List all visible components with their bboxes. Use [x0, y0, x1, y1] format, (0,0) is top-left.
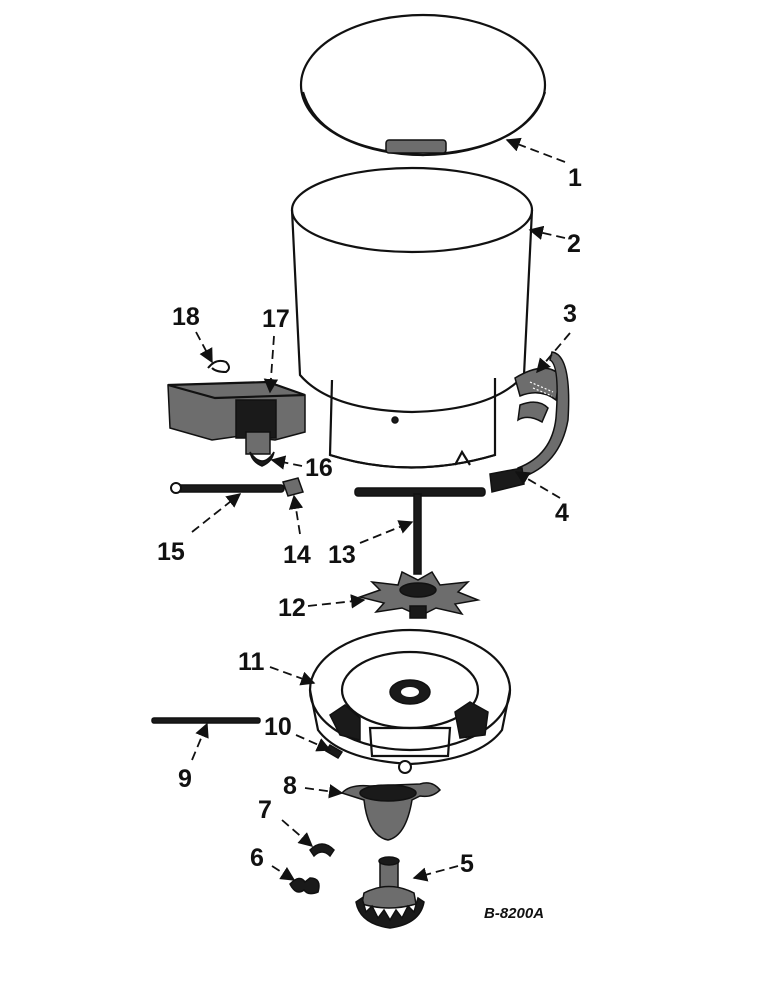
part-7-clip [309, 843, 335, 858]
leader-9 [191, 722, 209, 761]
leader-17 [263, 335, 279, 394]
part-15-shaft-rod [170, 482, 285, 494]
leader-18 [195, 331, 213, 364]
part-1-lid [299, 13, 547, 157]
leader-3 [536, 332, 571, 374]
callout-13: 13 [328, 541, 356, 569]
leader-13 [359, 520, 414, 544]
leader-5 [412, 865, 459, 882]
leader-4 [514, 471, 561, 499]
part-11-base-pan [308, 628, 512, 774]
part-13-t-shaft [354, 487, 486, 575]
leader-14 [288, 494, 304, 535]
part-9-rod [151, 717, 261, 724]
part-16-clip [249, 451, 275, 467]
callout-6: 6 [250, 844, 264, 872]
callout-5: 5 [460, 850, 474, 878]
part-14-knob [282, 477, 304, 497]
leader-15 [191, 493, 242, 533]
callout-11: 11 [238, 648, 265, 676]
part-6-wing-nut [289, 877, 320, 895]
callout-2: 2 [567, 230, 581, 258]
part-17-housing [167, 380, 306, 455]
part-2-hopper [290, 166, 534, 469]
part-8-spout-cup [340, 782, 442, 841]
leader-7 [281, 819, 314, 847]
leader-6 [271, 865, 296, 881]
callout-8: 8 [283, 772, 297, 800]
leader-2 [528, 225, 566, 240]
leader-11 [269, 666, 316, 686]
callout-14: 14 [283, 541, 311, 569]
callout-18: 18 [172, 303, 200, 331]
callout-10: 10 [264, 713, 292, 741]
callout-4: 4 [555, 499, 569, 527]
leader-1 [505, 137, 566, 163]
callout-3: 3 [563, 300, 577, 328]
leader-10 [295, 734, 332, 752]
callout-7: 7 [258, 796, 272, 824]
part-12-agitator-star [357, 570, 481, 619]
leader-lines [191, 137, 571, 882]
callout-9: 9 [178, 765, 192, 793]
part-3-gauge-scale [514, 367, 561, 424]
callout-labels: 1 2 3 4 5 6 7 8 9 10 11 12 13 14 15 16 1… [157, 164, 582, 922]
leader-16 [270, 455, 303, 470]
leader-8 [304, 784, 344, 799]
drawing-code: B-8200A [484, 905, 544, 922]
callout-17: 17 [262, 305, 290, 333]
callout-16: 16 [305, 454, 333, 482]
callout-12: 12 [278, 594, 306, 622]
callout-1: 1 [568, 164, 582, 192]
leader-12 [307, 594, 366, 609]
part-5-gear [355, 856, 425, 929]
part-18-pin [207, 359, 230, 374]
callout-15: 15 [157, 538, 185, 566]
